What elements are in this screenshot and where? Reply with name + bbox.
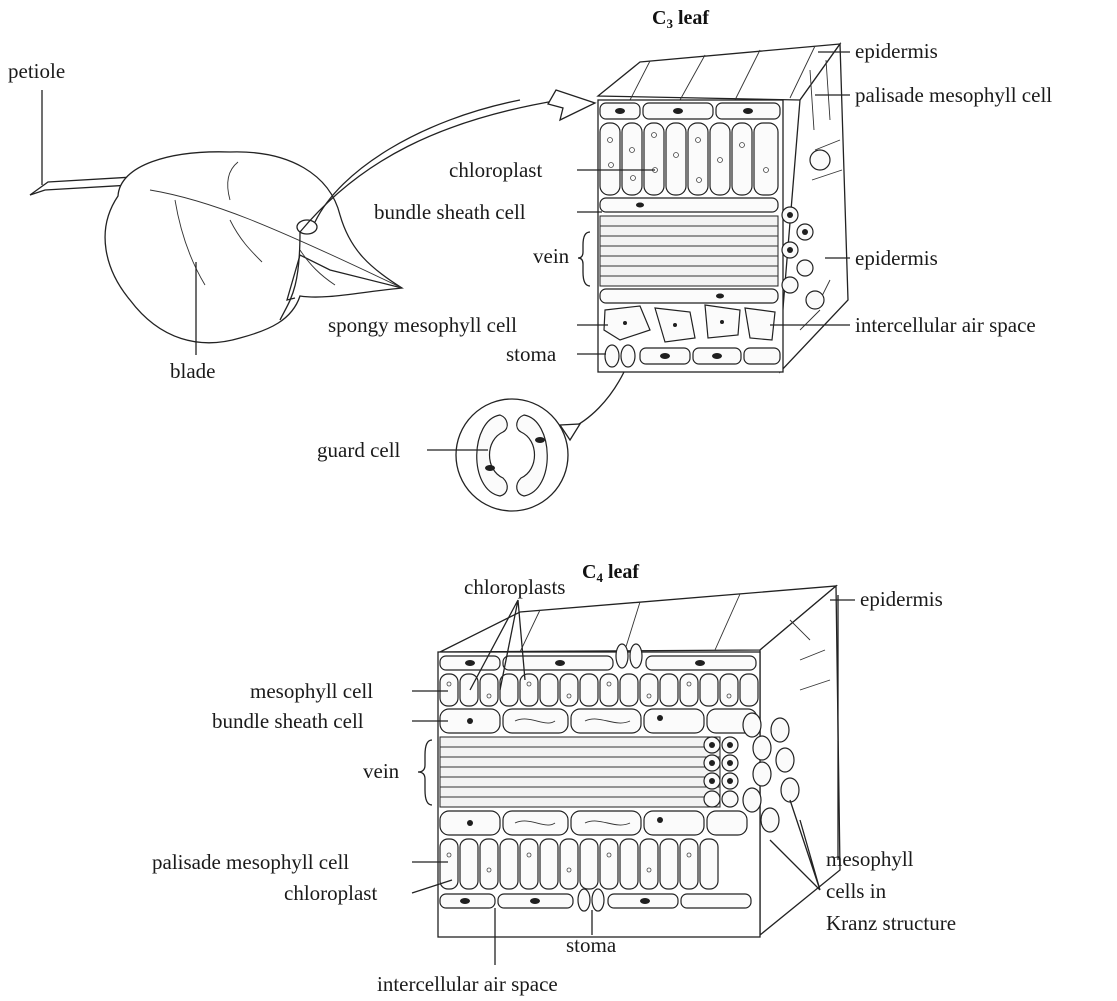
c4-bundle-sheath-label: bundle sheath cell <box>212 709 364 733</box>
c3-palisade-label: palisade mesophyll cell <box>855 83 1052 107</box>
guard-cell-label: guard cell <box>317 438 401 462</box>
c3-air-space-label: intercellular air space <box>855 313 1036 337</box>
c4-epidermis-label: epidermis <box>860 587 943 611</box>
c4-vein <box>440 737 738 807</box>
c4-kranz-label-2: cells in <box>826 879 887 903</box>
c4-palisade-label: palisade mesophyll cell <box>152 850 349 874</box>
c3-guard-arrow-line <box>568 372 624 430</box>
petiole-label: petiole <box>8 59 65 83</box>
c4-air-space-label: intercellular air space <box>377 972 558 996</box>
c3-vein-brace <box>578 232 590 286</box>
c3-bundle-sheath-label: bundle sheath cell <box>374 200 526 224</box>
c4-leaf-block: C4 leaf <box>152 561 956 996</box>
zoom-arrowhead <box>548 90 595 120</box>
c4-chloroplasts-label: chloroplasts <box>464 575 565 599</box>
c4-lower-stoma-left <box>578 889 590 911</box>
guard-cell-inset <box>456 399 568 511</box>
c4-title: C4 leaf <box>582 561 639 585</box>
c4-upper-stoma-right <box>630 644 642 668</box>
c3-epidermis-right-label: epidermis <box>855 246 938 270</box>
c4-kranz-label-1: mesophyll <box>826 847 914 871</box>
c3-title: C3 leaf <box>652 7 709 31</box>
c4-mesophyll-label: mesophyll cell <box>250 679 373 703</box>
c4-lower-bundle-sheath <box>440 811 747 835</box>
c4-vein-label: vein <box>363 759 400 783</box>
c4-kranz-label-3: Kranz structure <box>826 911 956 935</box>
c4-upper-bundle-sheath <box>440 709 757 733</box>
c3-stoma-right-cell <box>621 345 635 367</box>
c4-upper-stoma-left <box>616 644 628 668</box>
c3-leaf-block: C3 leaf <box>317 7 1052 511</box>
c4-stoma-label: stoma <box>566 933 617 957</box>
c4-vein-brace <box>418 740 432 805</box>
c3-stoma-left-cell <box>605 345 619 367</box>
blade-label: blade <box>170 359 215 383</box>
c3-palisade-layer <box>600 123 778 195</box>
c3-vein-label: vein <box>533 244 570 268</box>
c3-epidermis-top-label: epidermis <box>855 39 938 63</box>
c3-chloroplast-label: chloroplast <box>449 158 542 182</box>
c4-lower-stoma-right <box>592 889 604 911</box>
c3-upper-epidermis <box>600 103 780 119</box>
c3-stoma-label: stoma <box>506 342 557 366</box>
c3-spongy-label: spongy mesophyll cell <box>328 313 517 337</box>
c4-chloroplast-label: chloroplast <box>284 881 377 905</box>
